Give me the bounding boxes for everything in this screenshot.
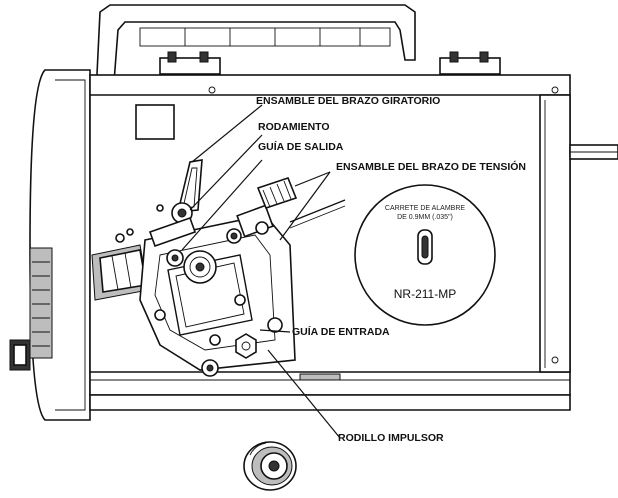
label-brazo-tension: ENSAMBLE DEL BRAZO DE TENSIÓN <box>336 160 526 173</box>
top-hinge-right <box>439 51 501 75</box>
spool-caption-line2: DE 0.9MM (.035") <box>397 214 453 221</box>
label-rodillo-impulsor: RODILLO IMPULSOR <box>338 432 444 444</box>
leader-lines <box>181 104 341 439</box>
label-brazo-giratorio: ENSAMBLE DEL BRAZO GIRATORIO <box>256 95 440 107</box>
tension-arm <box>226 177 298 244</box>
label-guia-entrada: GUÍA DE ENTRADA <box>292 325 390 338</box>
swing-arm <box>148 159 203 248</box>
carry-handle <box>95 4 416 96</box>
label-guia-salida: GUÍA DE SALIDA <box>258 140 344 153</box>
spool-caption-line1: CARRETE DE ALAMBRE <box>385 205 465 212</box>
label-rodamiento: RODAMIENTO <box>258 121 330 133</box>
spool-model: NR-211-MP <box>394 287 456 301</box>
wire-path <box>289 199 346 223</box>
drive-mechanism <box>115 204 296 377</box>
wire-spool: CARRETE DE ALAMBRE DE 0.9MM (.035") NR-2… <box>354 184 496 326</box>
top-hinge-left <box>159 51 221 75</box>
drive-roll-part <box>243 441 297 491</box>
gun-connector <box>91 244 149 301</box>
front-panel <box>9 69 91 421</box>
